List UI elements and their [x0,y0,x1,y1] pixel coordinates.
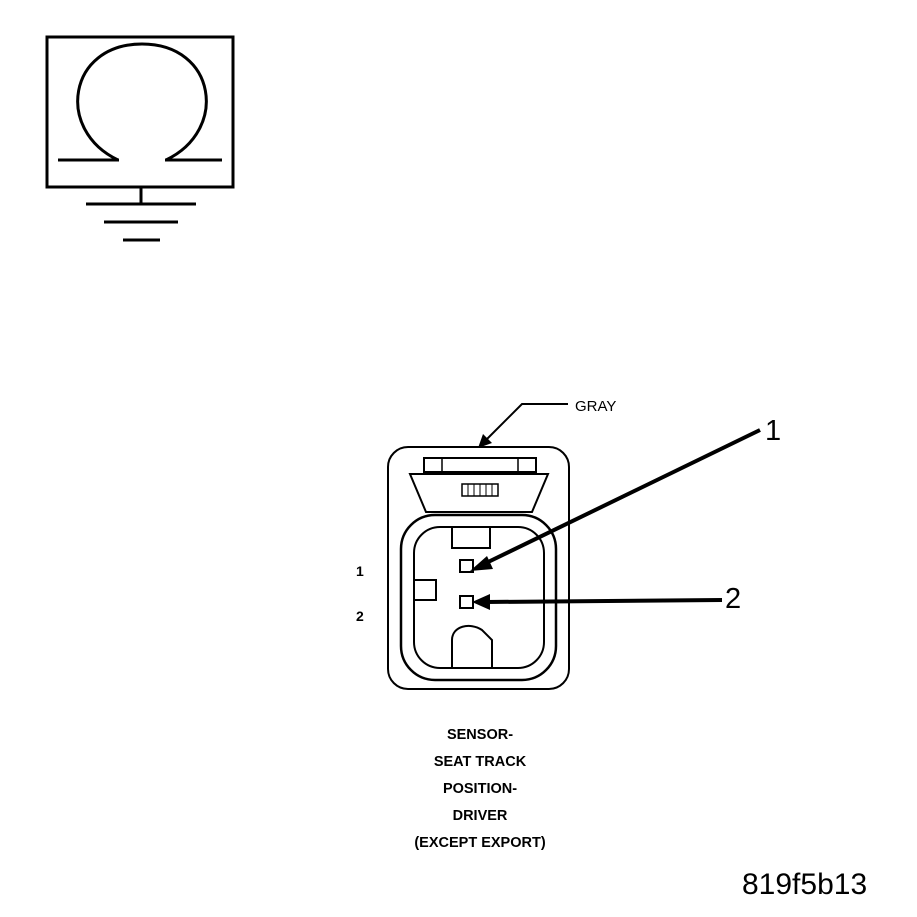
caption-line: SEAT TRACK [433,754,527,770]
color-leader-line [485,403,568,441]
figure-id: 819f5b13 [742,868,868,901]
caption-line: (EXCEPT EXPORT) [414,835,546,851]
ohmmeter-ground-icon [45,35,235,242]
caption-line: SENSOR- [446,727,514,743]
pin-1-label: 1 [356,563,364,579]
callout-1-arrowhead [470,556,493,571]
callout-2-arrow [485,598,723,604]
callout-2-arrowhead [472,594,490,610]
callout-1-arrow [483,428,761,566]
callout-2-label: 2 [725,583,742,615]
caption-line: DRIVER [452,808,508,824]
color-leader-arrowhead [478,434,492,448]
connector-drawing [387,446,570,690]
connector-color-label: GRAY [575,398,617,415]
callout-1-label: 1 [765,415,782,447]
caption-line: POSITION- [442,781,518,797]
pin-2-label: 2 [356,608,364,624]
connector-caption: SENSOR- SEAT TRACK POSITION- DRIVER (EXC… [370,722,590,857]
